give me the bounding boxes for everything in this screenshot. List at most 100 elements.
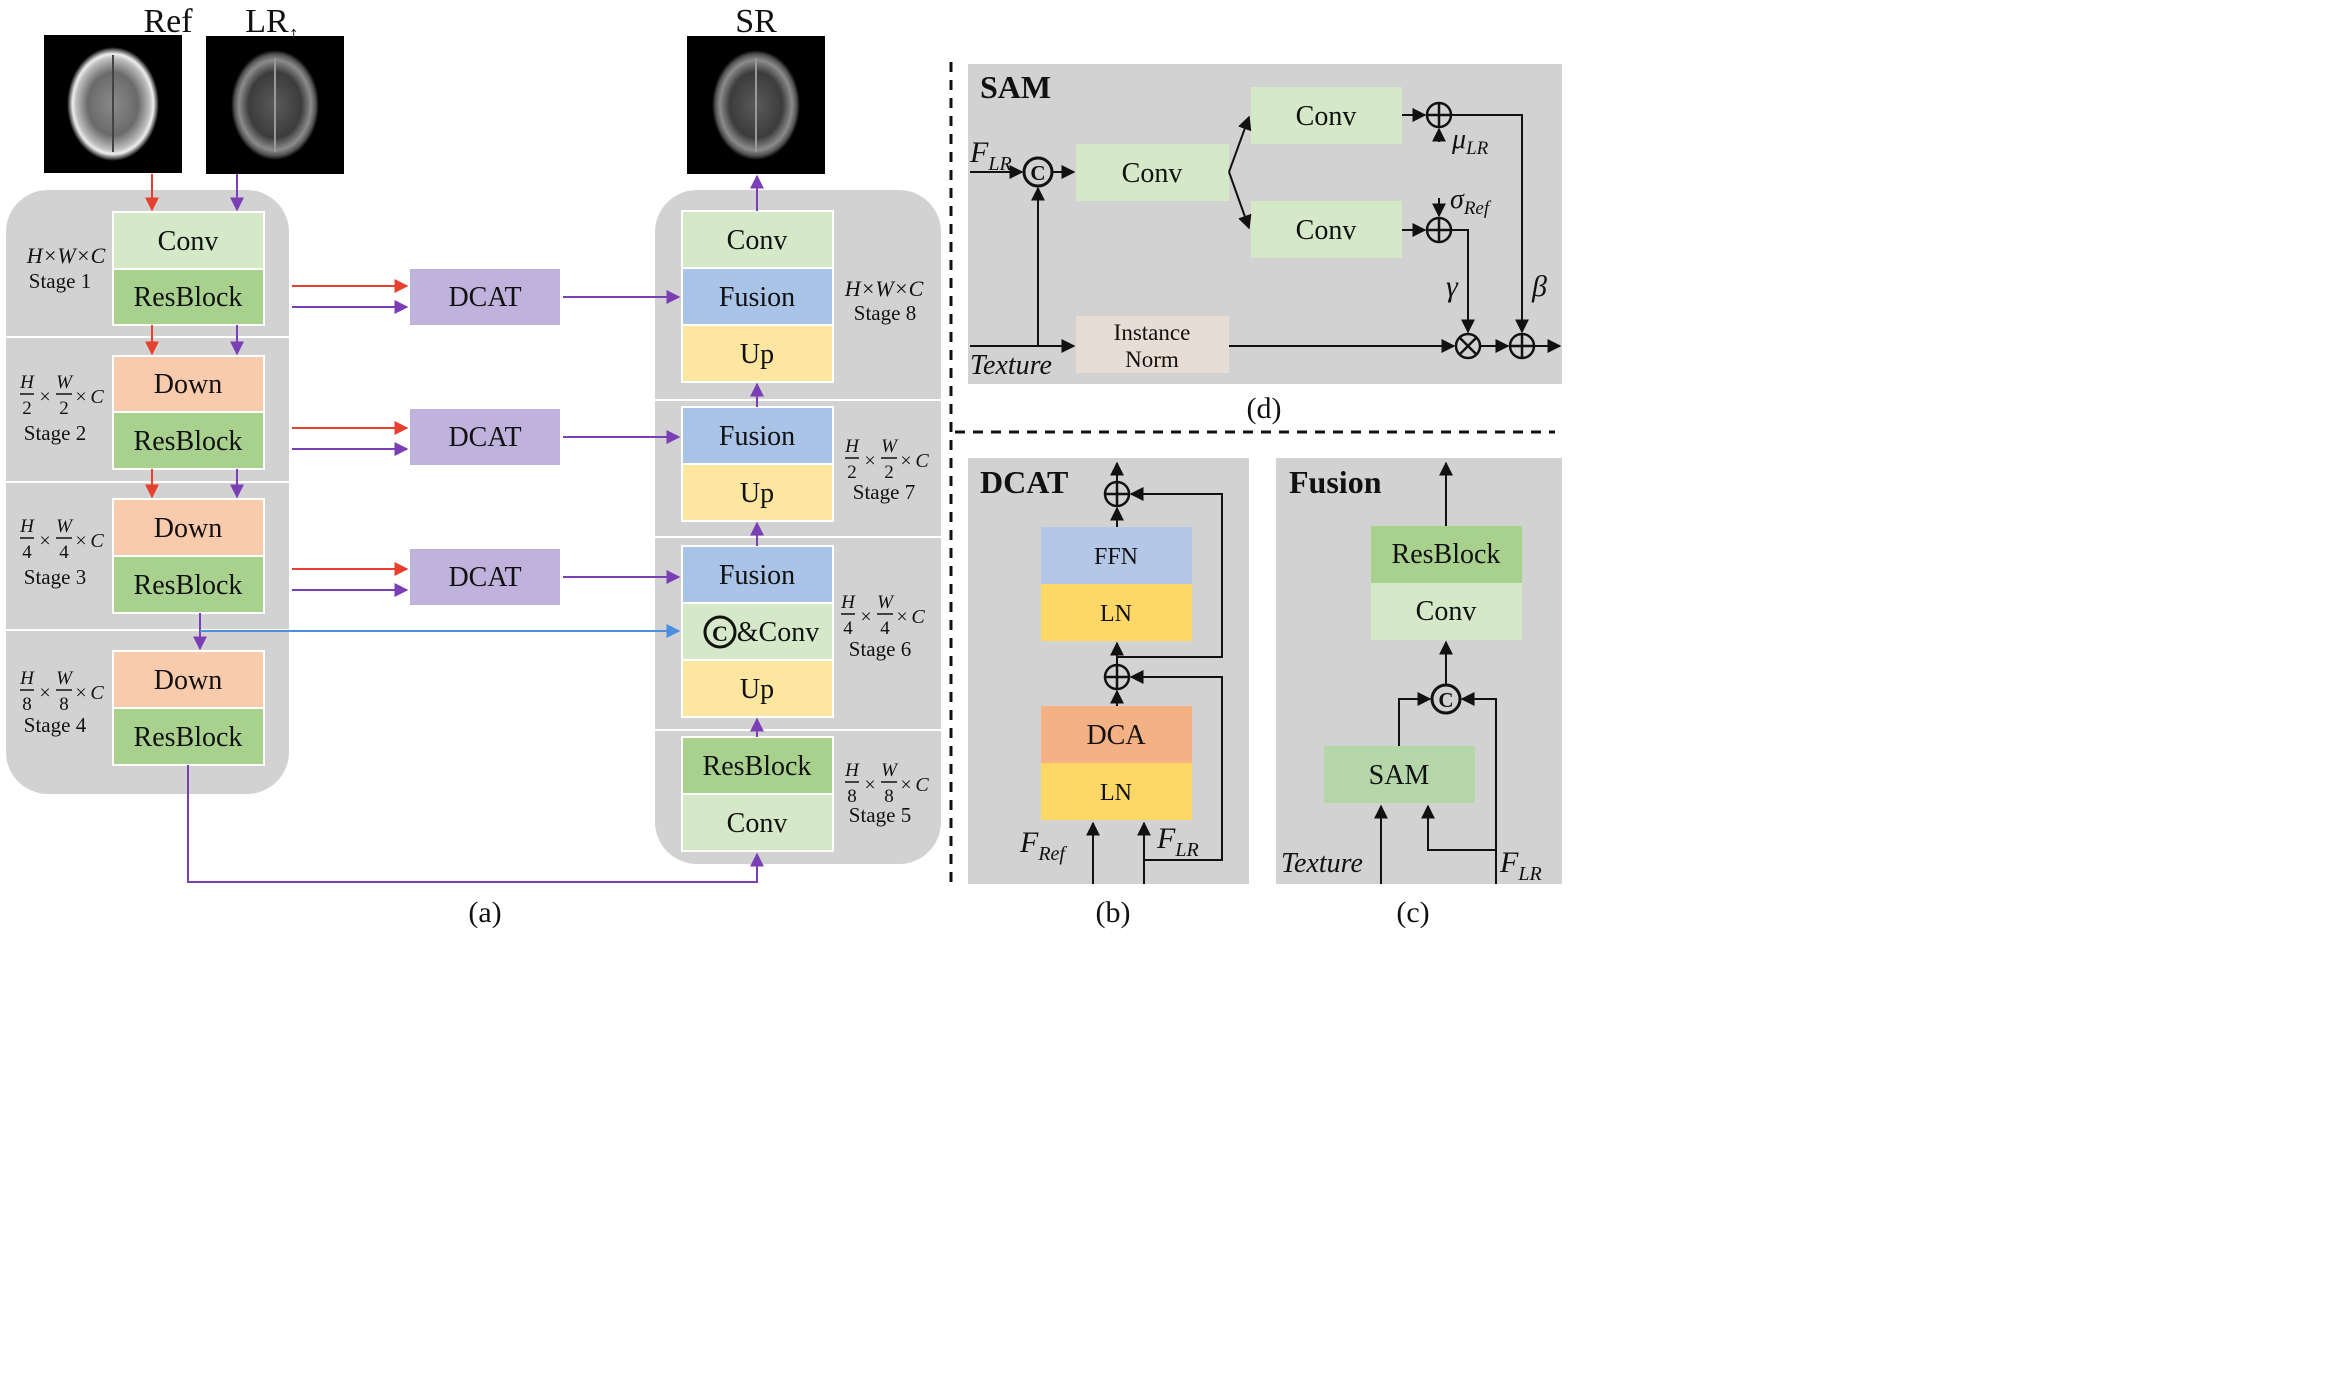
fusion-conv: Conv [1371,583,1522,640]
dcat-plus-top-icon [1103,480,1131,508]
svg-text:DCAT: DCAT [448,422,521,453]
encoder-stage3-label: H 4 × W 4 × C Stage 3 [19,516,104,589]
svg-text:H: H [19,516,35,537]
svg-text:C: C [90,682,104,704]
svg-text:DCA: DCA [1086,720,1146,751]
svg-text:DCAT: DCAT [448,282,521,313]
decoder-stage8-up: Up [681,324,834,383]
sam-conv-top: Conv [1251,87,1402,144]
sam-instance-norm: Instance Norm [1076,316,1229,373]
svg-text:Conv: Conv [1416,596,1477,627]
encoder-stage4-label: H 8 × W 8 × C Stage 4 [19,668,104,737]
svg-text:W: W [881,760,899,781]
sam-conv-main: Conv [1076,144,1229,201]
svg-text:Norm: Norm [1125,347,1179,372]
svg-text:Conv: Conv [158,226,219,257]
svg-text:C: C [911,606,925,628]
ref-image-label: Ref [143,3,193,40]
svg-text:Up: Up [740,674,774,705]
svg-text:×: × [900,450,911,472]
caption-c: (c) [1396,896,1429,929]
dcat-plus-mid-icon [1103,663,1131,691]
dcat-title: DCAT [980,464,1068,500]
svg-text:Stage 6: Stage 6 [849,637,911,661]
svg-text:C: C [1438,688,1453,712]
svg-text:2: 2 [884,462,894,483]
sam-beta-label: β [1531,270,1547,303]
svg-text:Conv: Conv [1296,215,1357,246]
svg-text:C: C [90,386,104,408]
svg-text:4: 4 [880,618,890,639]
svg-text:W: W [56,372,74,393]
decoder-stage8-fusion: Fusion [681,267,834,326]
svg-text:W: W [881,436,899,457]
svg-text:4: 4 [22,542,32,563]
svg-text:Stage 1: Stage 1 [29,269,91,293]
svg-text:Down: Down [154,665,222,696]
dcat-ffn: FFN [1041,527,1192,584]
svg-text:×: × [864,774,875,796]
svg-text:Stage 3: Stage 3 [24,565,86,589]
sam-title: SAM [980,69,1051,105]
decoder-stage6-concat-conv: C &Conv [681,602,834,661]
dcat-dca: DCA [1041,706,1192,763]
fusion-panel [1276,458,1562,884]
sam-plus-top-icon [1425,101,1453,129]
decoder-stage6-fusion: Fusion [681,545,834,604]
svg-text:W: W [56,516,74,537]
svg-text:Conv: Conv [1296,101,1357,132]
svg-text:Stage 2: Stage 2 [24,421,86,445]
svg-text:Conv: Conv [727,225,788,256]
fusion-title: Fusion [1289,464,1382,500]
svg-text:2: 2 [59,398,69,419]
svg-text:SAM: SAM [1369,760,1430,791]
decoder-stage6-label: H 4 × W 4 × C Stage 6 [840,592,925,661]
svg-text:×: × [860,606,871,628]
sam-gamma-label: γ [1446,270,1459,303]
svg-text:×: × [75,530,86,552]
svg-text:Stage 7: Stage 7 [853,480,915,504]
encoder-stage1-resblock: ResBlock [112,268,265,326]
svg-text:ResBlock: ResBlock [134,426,243,457]
sam-texture-label: Texture [970,350,1052,381]
svg-text:H: H [840,592,856,613]
encoder-stage3-resblock: ResBlock [112,555,265,614]
dcat-input-lr: FLR [1156,822,1199,861]
decoder-stage7-up: Up [681,463,834,522]
encoder-stage2-resblock: ResBlock [112,411,265,470]
svg-text:ResBlock: ResBlock [134,722,243,753]
svg-text:×: × [864,450,875,472]
svg-text:C: C [712,621,728,646]
sam-input-flr: FLR [969,136,1012,175]
sam-mu-label: μLR [1451,124,1489,159]
dcat-input-ref: FRef [1019,826,1067,865]
svg-text:C: C [915,450,929,472]
lr-image-label: LR↑ [245,3,298,45]
svg-text:Down: Down [154,513,222,544]
dcat-panel [968,458,1249,884]
svg-text:×: × [39,682,50,704]
dcat-arrows [1086,461,1223,884]
svg-text:×: × [896,606,907,628]
dcat-block-3: DCAT [410,549,560,605]
decoder-stage5-conv: Conv [681,793,834,852]
svg-text:Fusion: Fusion [719,282,795,313]
dcat-ln-bottom: LN [1041,763,1192,820]
svg-text:Stage 8: Stage 8 [854,301,916,325]
encoder-stage4-down: Down [112,650,265,709]
sam-plus-out-icon [1508,332,1536,360]
svg-text:C: C [90,530,104,552]
decoder-stage8-conv: Conv [681,210,834,269]
dcat-block-1: DCAT [410,269,560,325]
svg-text:4: 4 [843,618,853,639]
sam-plus-mid-icon [1425,216,1453,244]
svg-text:ResBlock: ResBlock [1392,539,1501,570]
svg-text:H×W×C: H×W×C [26,243,106,268]
ref-brain-image [44,35,182,173]
svg-text:×: × [75,682,86,704]
svg-text:ResBlock: ResBlock [134,282,243,313]
svg-text:Up: Up [740,339,774,370]
fusion-resblock: ResBlock [1371,526,1522,583]
part-a-arrows [145,174,764,883]
